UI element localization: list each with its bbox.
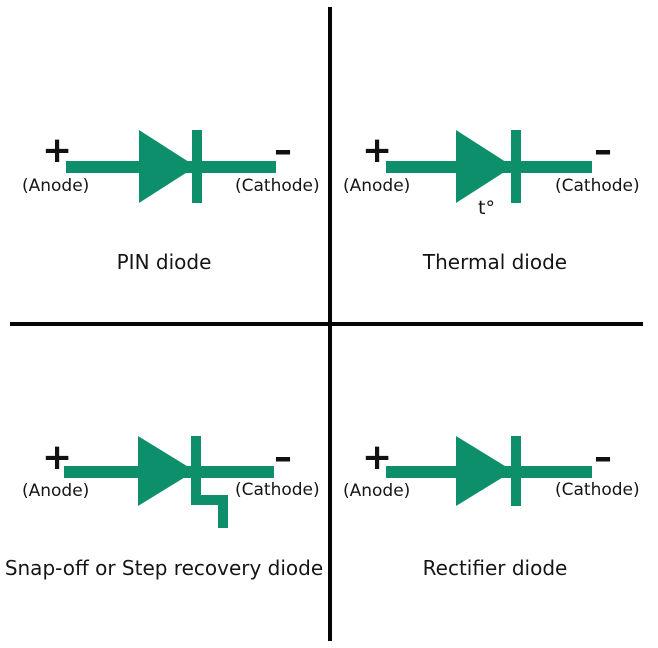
- step-recovery-tail: [191, 495, 228, 528]
- plus-sign: +: [42, 130, 73, 171]
- diode-triangle: [456, 436, 513, 506]
- quadrant-rectifier-diode: + – (Anode) (Cathode) Rectifier diode: [332, 326, 658, 648]
- pin-diode-symbol: [66, 130, 276, 203]
- cathode-bar: [511, 436, 521, 506]
- quadrant-thermal-diode: + – (Anode) (Cathode) t° Thermal diode: [332, 0, 658, 322]
- diode-triangle: [456, 130, 513, 203]
- thermal-diode-symbol: [386, 130, 592, 203]
- quadrant-pin-diode: + – (Anode) (Cathode) PIN diode: [0, 0, 328, 322]
- snap-off-diode-caption: Snap-off or Step recovery diode: [4, 556, 324, 580]
- anode-label: (Anode): [343, 481, 411, 501]
- temperature-label: t°: [478, 197, 495, 219]
- anode-label: (Anode): [22, 481, 90, 501]
- cathode-bar: [191, 436, 201, 505]
- plus-sign: +: [42, 437, 73, 478]
- minus-sign: –: [594, 437, 612, 478]
- quadrant-snap-off-diode: + – (Anode) (Cathode) Snap-off or Step r…: [0, 326, 328, 648]
- plus-sign: +: [362, 437, 393, 478]
- snap-off-diode-symbol: [64, 436, 274, 528]
- pin-diode-caption: PIN diode: [116, 250, 212, 274]
- horizontal-divider-line: [10, 322, 643, 326]
- rectifier-diode-caption: Rectifier diode: [422, 556, 568, 580]
- diode-triangle: [139, 130, 196, 203]
- minus-sign: –: [274, 437, 292, 478]
- cathode-bar: [192, 130, 202, 203]
- diode-triangle: [138, 436, 195, 506]
- thermal-diode-caption: Thermal diode: [422, 250, 568, 274]
- cathode-label: (Cathode): [235, 480, 320, 500]
- anode-label: (Anode): [22, 176, 90, 196]
- minus-sign: –: [594, 130, 612, 171]
- cathode-label: (Cathode): [555, 176, 640, 196]
- cathode-label: (Cathode): [555, 480, 640, 500]
- anode-label: (Anode): [343, 176, 411, 196]
- cathode-bar: [511, 130, 521, 203]
- cathode-label: (Cathode): [235, 176, 320, 196]
- rectifier-diode-symbol: [386, 436, 592, 506]
- plus-sign: +: [362, 130, 393, 171]
- minus-sign: –: [274, 130, 292, 171]
